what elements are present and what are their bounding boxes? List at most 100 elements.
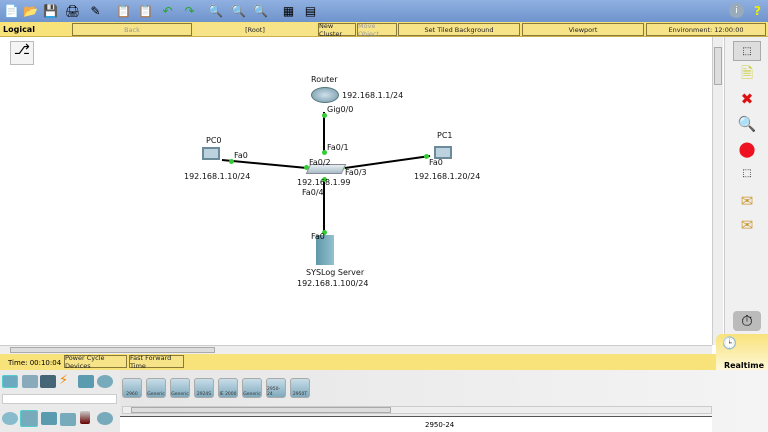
undo-icon[interactable]: ↶: [162, 3, 173, 18]
device-2950-24[interactable]: 2950-24: [266, 378, 286, 398]
simple-pdu-icon[interactable]: ✉: [740, 192, 754, 210]
viewport-button[interactable]: Viewport: [522, 23, 644, 36]
links-layer: [221, 112, 431, 233]
paste-icon[interactable]: 📋: [138, 3, 153, 18]
complex-pdu-icon[interactable]: ✉: [740, 216, 754, 234]
port-status-icon: [322, 113, 327, 118]
switch-port-fa0-4: Fa0/4: [302, 188, 324, 197]
router-ip: 192.168.1.1/24: [342, 91, 404, 100]
delete-icon[interactable]: ✖: [740, 90, 754, 108]
category-name-field: [2, 394, 117, 404]
zoom-out-icon[interactable]: 🔍: [253, 3, 268, 18]
switch-port-fa0-1: Fa0/1: [327, 143, 349, 152]
network-devices-category-icon[interactable]: [2, 375, 18, 388]
draw-shape-icon[interactable]: ⬤: [738, 140, 756, 158]
cluster-navigation-icon[interactable]: ⎇: [10, 41, 34, 65]
move-object-button[interactable]: Move Object: [357, 22, 397, 38]
port-status-icon: [322, 177, 327, 182]
realtime-tab[interactable]: 🕒 Realtime: [716, 334, 768, 370]
link-pc1-switch[interactable]: [344, 155, 431, 169]
port-status-icon: [322, 150, 327, 155]
device-generic-bridge[interactable]: Generic: [242, 378, 262, 398]
pc1-device-icon[interactable]: [434, 146, 452, 159]
pc1-name: PC1: [437, 131, 453, 140]
note-icon[interactable]: 🗎: [740, 63, 754, 82]
wireless-devices-icon[interactable]: [60, 413, 76, 426]
new-file-icon[interactable]: 📄: [4, 3, 19, 18]
router-device-icon[interactable]: [311, 87, 339, 103]
port-status-icon: [424, 154, 429, 159]
server-device-icon[interactable]: [316, 235, 334, 265]
pc1-port-label: Fa0: [429, 158, 443, 167]
back-button[interactable]: Back: [72, 23, 192, 36]
realtime-label: Realtime: [723, 361, 764, 370]
scroll-thumb[interactable]: [714, 47, 722, 85]
end-devices-category-icon[interactable]: [22, 375, 38, 388]
resize-icon[interactable]: ⬚: [742, 167, 752, 179]
device-2924s[interactable]: 2924S: [194, 378, 214, 398]
pc0-port-label: Fa0: [234, 151, 248, 160]
print-icon[interactable]: 🖨: [64, 3, 81, 18]
device-list: 2960 Generic Generic 2924S IE 2000 Gener…: [120, 370, 768, 432]
wan-emulation-category-icon[interactable]: [97, 375, 113, 388]
device-generic-switch[interactable]: Generic: [146, 378, 166, 398]
server-name: SYSLog Server: [306, 268, 365, 277]
copy-icon[interactable]: 📋: [116, 3, 131, 18]
select-icon[interactable]: ⬚: [733, 41, 761, 61]
activity-wizard-icon[interactable]: ✎: [90, 3, 101, 18]
zoom-in-icon[interactable]: 🔍: [208, 3, 223, 18]
vertical-scrollbar[interactable]: [712, 37, 723, 345]
switch-port-fa0-3: Fa0/3: [345, 168, 367, 177]
pc0-name: PC0: [206, 136, 222, 145]
open-folder-icon[interactable]: 📂: [23, 3, 38, 18]
scroll-thumb[interactable]: [10, 347, 215, 353]
status-bar: Time: 00:10:04 Power Cycle Devices Fast …: [0, 334, 768, 370]
misc-category-icon[interactable]: [78, 375, 94, 388]
server-ip: 192.168.1.100/24: [297, 279, 369, 288]
zoom-reset-icon[interactable]: 🔍: [231, 3, 246, 18]
fast-forward-time-button[interactable]: Fast Forward Time: [129, 354, 184, 370]
scroll-thumb[interactable]: [131, 407, 391, 413]
custom-device-icon[interactable]: ▤: [304, 3, 317, 18]
device-ie-2000[interactable]: IE 2000: [218, 378, 238, 398]
switch-ip: 192.168.1.99: [297, 178, 351, 187]
server-port-label: Fa0: [311, 232, 325, 241]
hubs-icon[interactable]: [41, 412, 57, 425]
switches-icon[interactable]: [20, 410, 38, 427]
main-toolbar: 📄 📂 💾 🖨 ✎ 📋 📋 ↶ ↷ 🔍 🔍 🔍 ▦ ▤ i ?: [0, 0, 768, 22]
horizontal-scrollbar[interactable]: [0, 345, 712, 354]
environment-button[interactable]: Environment: 12:00:00: [646, 23, 766, 36]
device-list-scrollbar[interactable]: [122, 406, 712, 414]
device-generic-switch[interactable]: Generic: [170, 378, 190, 398]
info-icon[interactable]: i: [729, 3, 744, 18]
root-breadcrumb[interactable]: [Root]: [194, 23, 316, 36]
port-status-icon: [322, 230, 327, 235]
new-cluster-button[interactable]: New Cluster: [318, 22, 356, 38]
power-cycle-devices-button[interactable]: Power Cycle Devices: [64, 354, 127, 370]
pc0-ip: 192.168.1.10/24: [184, 172, 251, 181]
set-tiled-background-button[interactable]: Set Tiled Background: [398, 23, 520, 36]
simulation-mode-icon[interactable]: ⏱: [733, 311, 761, 331]
logical-workspace[interactable]: ⎇ Router 192.168.1.1/24 Gig0/0 Fa0/1 Fa0…: [0, 37, 712, 345]
workspace-bar: Logical Back [Root] New Cluster Move Obj…: [0, 22, 768, 38]
device-2960[interactable]: 2960: [122, 378, 142, 398]
security-icon[interactable]: [80, 411, 90, 424]
inspect-icon[interactable]: 🔍: [737, 115, 757, 133]
logical-mode-label: Logical: [3, 25, 35, 34]
components-category-icon[interactable]: [40, 375, 56, 388]
wan-emulation-icon[interactable]: [97, 412, 113, 425]
port-status-icon: [304, 165, 309, 170]
palette-icon[interactable]: ▦: [282, 3, 295, 18]
routers-icon[interactable]: [2, 412, 18, 425]
save-icon[interactable]: 💾: [43, 3, 58, 18]
selected-device-bar: 2950-24: [120, 416, 712, 432]
help-icon[interactable]: ?: [754, 3, 761, 18]
device-panel: ⚡ 2960 Generic Generic 2924S IE 2000 Gen…: [0, 370, 768, 432]
device-2950t[interactable]: 2950T: [290, 378, 310, 398]
time-display: Time: 00:10:04: [8, 359, 62, 367]
link-pc0-switch[interactable]: [221, 159, 308, 169]
selected-device-label: 2950-24: [425, 421, 455, 429]
connections-category-icon[interactable]: ⚡: [59, 373, 69, 388]
redo-icon[interactable]: ↷: [184, 3, 195, 18]
pc0-device-icon[interactable]: [202, 147, 220, 160]
